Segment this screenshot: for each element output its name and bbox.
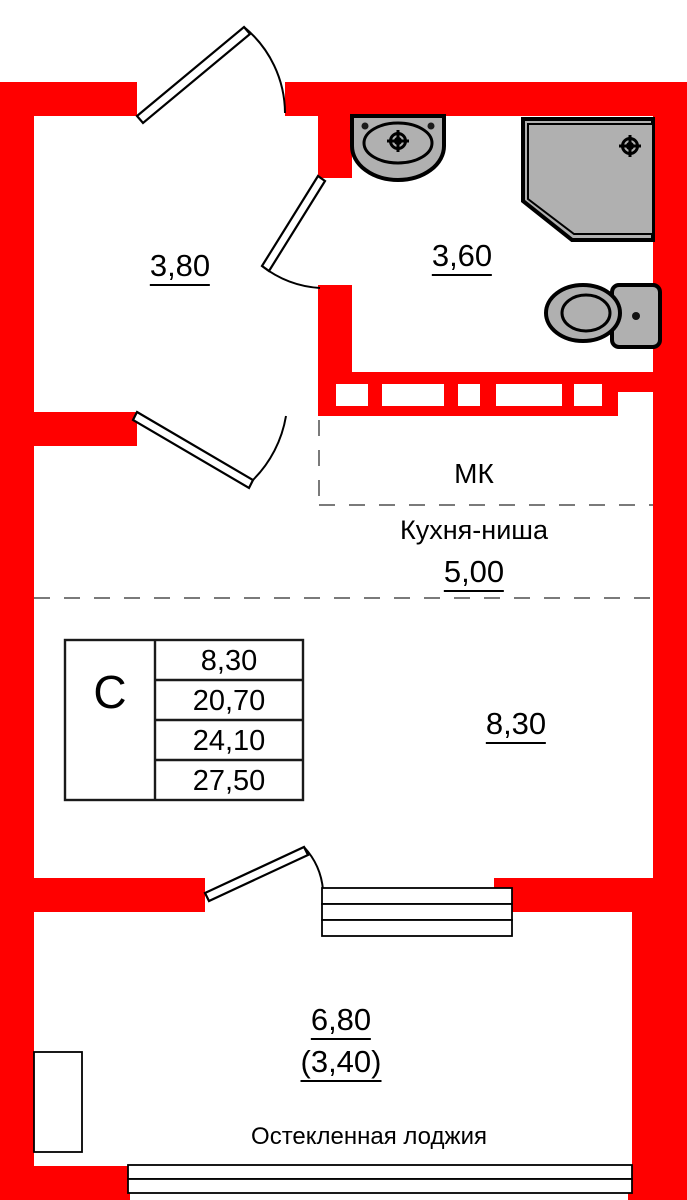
wall-block-pattern	[336, 384, 602, 406]
toilet-flush-button	[632, 312, 640, 320]
bathroom-door	[260, 174, 327, 289]
wall-left-lower	[0, 412, 34, 912]
wall-loggia-right	[632, 912, 687, 1200]
wall-hall-bath-upper	[318, 110, 352, 178]
wall-loggia-bottom-left	[0, 1166, 130, 1200]
loggia-window-pane	[321, 919, 513, 937]
living-room-door	[131, 410, 287, 490]
entrance-door-arc	[243, 26, 286, 114]
wall-left-outer	[0, 82, 34, 420]
sink-fixture	[350, 114, 446, 182]
wall-block-gap	[382, 384, 444, 406]
living-area-label: 8,30	[485, 707, 547, 744]
sink-tap-hole	[427, 122, 435, 130]
wall-hall-bottom-left	[0, 412, 137, 446]
wall-block-gap	[496, 384, 562, 406]
wall-right-outer-mid	[653, 372, 687, 912]
summary-table-grid	[63, 638, 305, 802]
loggia-glazing-bottom	[127, 1164, 633, 1180]
sink-drain-icon	[387, 130, 409, 152]
wall-block-gap	[574, 384, 602, 406]
entrance-door	[135, 25, 286, 125]
wall-living-bottom-right	[494, 878, 687, 912]
loggia-window-pane	[321, 887, 513, 905]
toilet-fixture	[544, 283, 662, 349]
loggia-area-coeff-label: (3,40)	[300, 1045, 382, 1082]
toilet-bowl-inner	[560, 293, 612, 333]
loggia-door-leaf	[203, 845, 310, 903]
shower-drain-icon	[619, 135, 641, 157]
living-door-arc	[252, 415, 287, 481]
summary-table-value: 20,70	[192, 685, 266, 717]
loggia-glazing-bottom	[127, 1178, 633, 1194]
loggia-glazing	[33, 1051, 633, 1194]
shower-fixture	[521, 117, 655, 242]
hallway-area-label: 3,80	[149, 249, 211, 286]
summary-table-value: 24,10	[192, 725, 266, 757]
entrance-door-leaf	[135, 25, 252, 125]
loggia-side-window	[33, 1051, 83, 1153]
summary-table-value: 27,50	[192, 765, 266, 797]
loggia-window	[321, 887, 513, 937]
wall-loggia-left	[0, 912, 34, 1200]
wall-living-bottom-left	[0, 878, 205, 912]
summary-table-type-label: С	[93, 666, 127, 718]
wall-block-gap	[336, 384, 368, 406]
kitchen-area-label: 5,00	[443, 555, 505, 592]
bathroom-area-label: 3,60	[431, 239, 493, 276]
loggia-door-arc	[303, 846, 324, 891]
loggia-window-pane	[321, 903, 513, 921]
summary-table-value: 8,30	[200, 645, 258, 677]
shower-tray-inner	[527, 123, 654, 235]
wall-loggia-bottom-right	[628, 1166, 687, 1200]
sink-tap-hole	[361, 122, 369, 130]
kitchen-name-label: Кухня-ниша	[400, 515, 548, 545]
kitchen-niche-outline	[34, 420, 653, 599]
loggia-name-label: Остекленная лоджия	[251, 1123, 487, 1150]
kitchen-marker-label: МК	[454, 458, 494, 489]
wall-block-gap	[458, 384, 480, 406]
loggia-door	[203, 845, 324, 903]
bathroom-door-leaf	[260, 174, 327, 273]
wall-bath-bottom-nub	[594, 372, 653, 392]
loggia-area-label: 6,80	[310, 1003, 372, 1040]
bathroom-door-arc	[261, 265, 321, 289]
living-door-leaf	[131, 410, 255, 490]
